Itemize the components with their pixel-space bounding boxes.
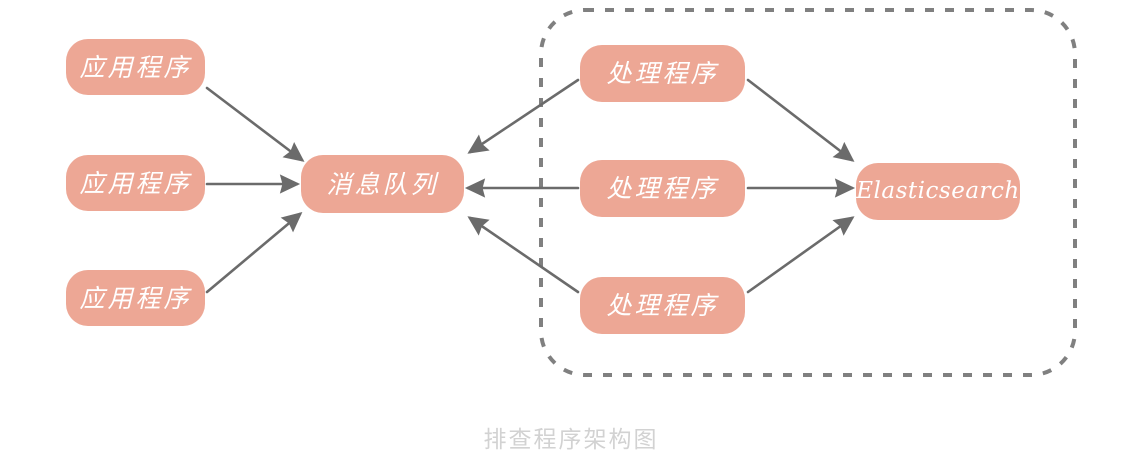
edge-proc1-to-es — [746, 78, 855, 162]
edge-app3-to-mq — [205, 211, 303, 294]
node-processor-3-label: 处理程序 — [606, 291, 719, 320]
diagram-caption: 排查程序架构图 — [483, 427, 659, 453]
node-app-3-label: 应用程序 — [79, 283, 192, 313]
node-app-1[interactable]: 应用程序 — [66, 39, 205, 95]
node-app-1-label: 应用程序 — [79, 52, 192, 82]
node-message-queue[interactable]: 消息队列 — [301, 155, 464, 213]
node-app-2[interactable]: 应用程序 — [66, 155, 205, 211]
edges-layer — [205, 78, 856, 294]
edge-proc1-to-mq — [467, 78, 580, 154]
node-message-queue-label: 消息队列 — [326, 169, 439, 199]
node-app-2-label: 应用程序 — [79, 168, 192, 198]
node-processor-3[interactable]: 处理程序 — [580, 277, 745, 334]
node-app-3[interactable]: 应用程序 — [66, 270, 205, 326]
edge-proc3-to-es — [746, 216, 855, 294]
processing-group-border — [539, 8, 1077, 377]
edge-app1-to-mq — [205, 86, 305, 162]
node-elasticsearch[interactable]: Elasticsearch — [856, 163, 1020, 220]
node-processor-1[interactable]: 处理程序 — [580, 45, 745, 102]
edge-proc3-to-mq — [467, 216, 580, 294]
node-processor-1-label: 处理程序 — [606, 59, 719, 88]
node-processor-2[interactable]: 处理程序 — [580, 160, 745, 217]
node-elasticsearch-label: Elasticsearch — [856, 178, 1020, 204]
node-processor-2-label: 处理程序 — [606, 174, 719, 203]
